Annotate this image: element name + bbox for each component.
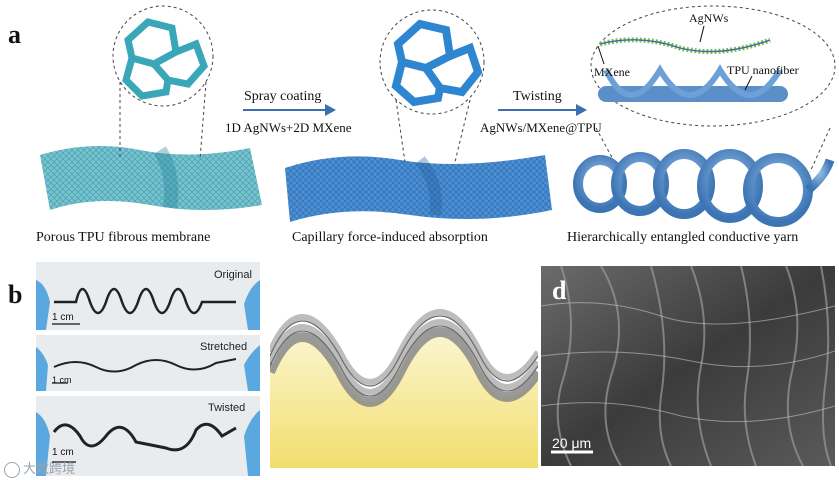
panel-a-letter: a [8,20,21,49]
label-stretched: Stretched [200,341,248,353]
scale-stretched: 1 cm [52,375,72,385]
spray-coating-label: Spray coating [244,89,322,104]
photo-stretched [36,335,260,391]
coated-membrane [285,155,552,222]
panel-b-letter: b [8,280,23,309]
tpu-zoom-circle [112,5,214,161]
conductive-yarn-coils [573,149,835,227]
tpu-membrane [40,146,262,210]
caption-capillary: Capillary force-induced absorption [292,230,488,245]
inset-mxene-label: MXene [594,65,630,79]
panel-b-photos [36,262,260,476]
inset-agnws-label: AgNWs [689,11,729,25]
caption-yarn: Hierarchically entangled conductive yarn [567,230,799,245]
twisting-sublabel: AgNWs/MXene@TPU [480,120,602,135]
panel-c-cross-section [270,262,538,468]
photo-original [36,262,260,330]
panel-d-letter: d [552,276,567,305]
scale-original: 1 cm [52,312,74,323]
panel-a-illustration [40,5,836,227]
watermark: 大数跨境 [4,458,75,478]
watermark-text: 大数跨境 [23,462,76,477]
twisting-arrow [498,104,587,116]
sem-scale-bar-label: 20 μm [552,435,592,451]
yarn-inset [590,5,836,173]
panel-d-sem-image [541,266,835,466]
photo-twisted [36,396,260,476]
inset-tpu-label: TPU nanofiber [727,63,799,77]
label-original: Original [214,269,252,281]
watermark-icon [4,461,20,478]
scale-twisted: 1 cm [52,447,74,458]
spray-coating-sublabel: 1D AgNWs+2D MXene [225,120,352,135]
coated-zoom-circle [379,9,485,163]
label-twisted: Twisted [208,402,246,414]
caption-porous-tpu: Porous TPU fibrous membrane [36,230,211,245]
spray-arrow [243,104,336,116]
twisting-label: Twisting [513,89,562,104]
